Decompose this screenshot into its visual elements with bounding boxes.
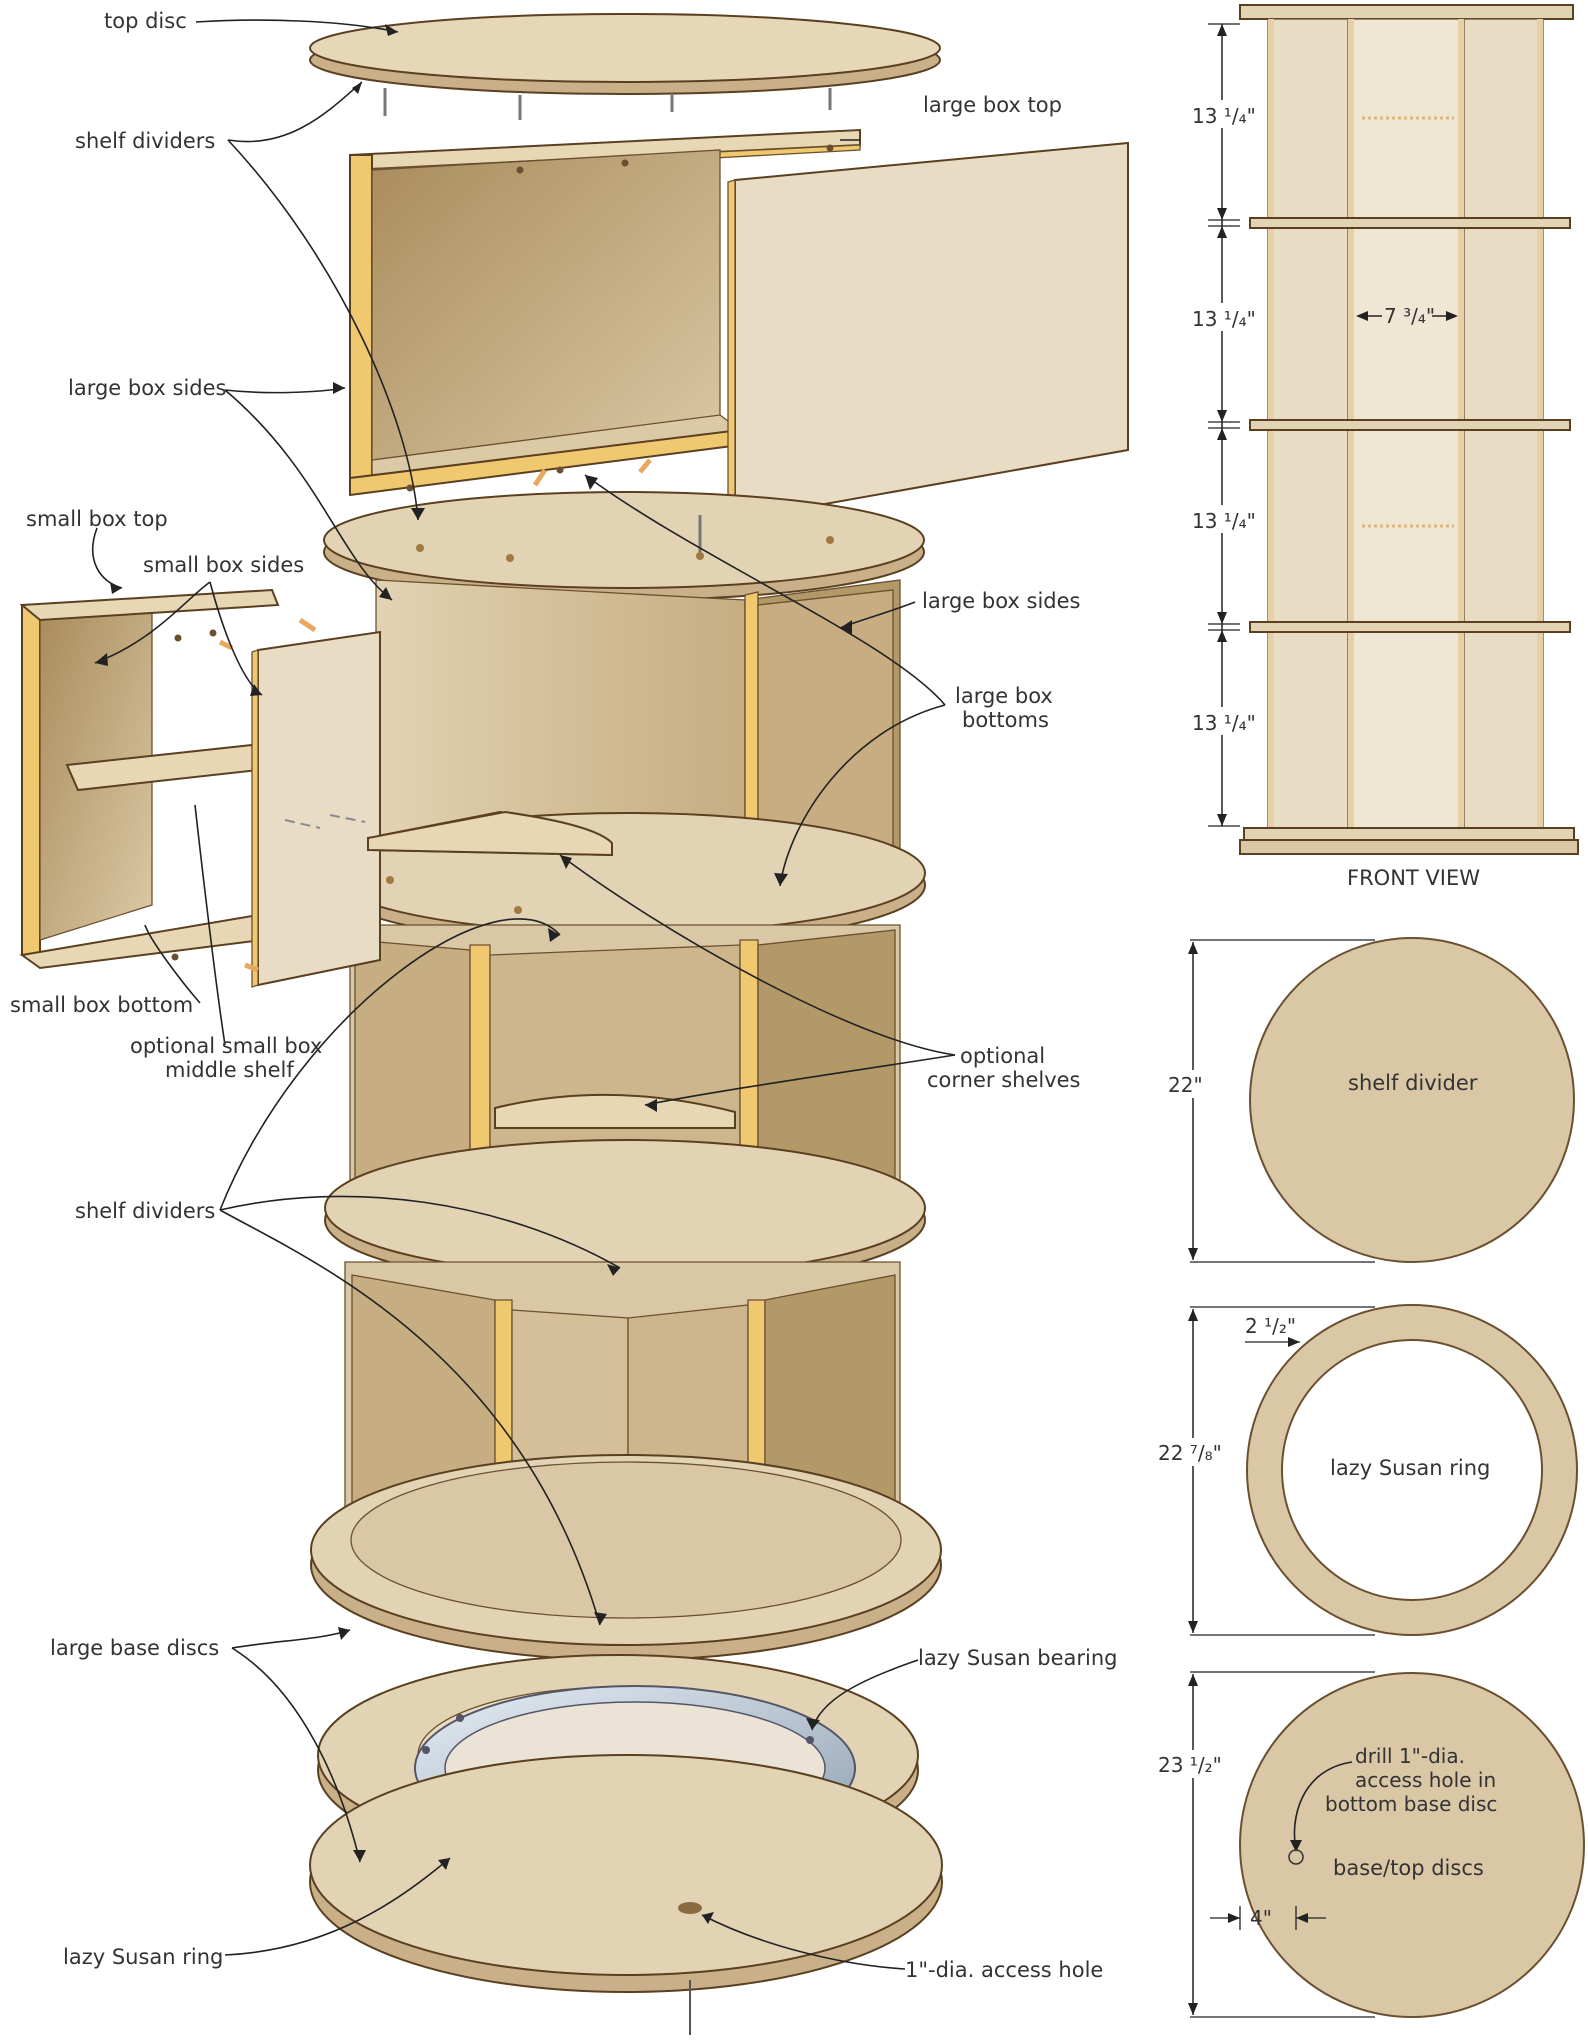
- front-width: 7 ³/₄": [1384, 304, 1435, 328]
- base-top-offset: 4": [1250, 1906, 1272, 1930]
- label-optional-small-box-2: middle shelf: [165, 1058, 294, 1082]
- large-base-disc-lower: [309, 1754, 943, 2035]
- label-optional-small-box-1: optional small box: [130, 1034, 322, 1058]
- base-top-note-3: bottom base disc: [1325, 1792, 1497, 1816]
- label-small-box-sides: small box sides: [143, 553, 304, 577]
- front-height-4: 13 ¹/₄": [1192, 711, 1256, 735]
- front-view-caption: FRONT VIEW: [1347, 866, 1480, 890]
- label-large-box-bottoms-1: large box: [955, 684, 1053, 708]
- base-top-note-1: drill 1"-dia.: [1355, 1744, 1465, 1768]
- base-top-discs-label: base/top discs: [1333, 1856, 1484, 1880]
- label-top-disc: top disc: [104, 9, 187, 33]
- label-small-box-bottom: small box bottom: [10, 993, 193, 1017]
- label-large-box-bottoms-2: bottoms: [962, 708, 1049, 732]
- large-box-upper: [349, 128, 1129, 523]
- upper-shelf-divider-disc: [323, 491, 925, 622]
- large-base-disc-upper: [310, 1454, 942, 1661]
- base-top-note-2: access hole in: [1355, 1768, 1496, 1792]
- label-large-box-sides-right: large box sides: [922, 589, 1081, 613]
- label-large-box-top: large box top: [923, 93, 1062, 117]
- top-disc: [309, 13, 941, 120]
- shelf-divider-label: shelf divider: [1348, 1071, 1478, 1095]
- leader-lines: [92, 19, 956, 1970]
- middle-shelf-divider-disc-2: [324, 1139, 926, 1289]
- front-height-1: 13 ¹/₄": [1192, 104, 1256, 128]
- lazy-susan-ring-label: lazy Susan ring: [1330, 1456, 1490, 1480]
- corner-shelf-loose: [367, 810, 613, 857]
- label-shelf-dividers-top: shelf dividers: [75, 129, 215, 153]
- label-optional-corner-2: corner shelves: [927, 1068, 1081, 1092]
- lazy-susan-ring-width: 2 ¹/₂": [1245, 1314, 1296, 1338]
- label-large-box-sides-left: large box sides: [68, 376, 227, 400]
- base-top-discs-detail: base/top discs drill 1"-dia. access hole…: [1155, 1671, 1585, 2018]
- lazy-susan-ring-detail: lazy Susan ring 22 ⁷/₈" 2 ¹/₂": [1155, 1304, 1578, 1636]
- front-height-2: 13 ¹/₄": [1192, 307, 1256, 331]
- shelf-divider-detail: shelf divider 22": [1165, 937, 1575, 1263]
- lazy-susan-ring-diameter: 22 ⁷/₈": [1158, 1441, 1222, 1465]
- shelf-divider-diameter: 22": [1168, 1073, 1203, 1097]
- label-optional-corner-1: optional: [960, 1044, 1045, 1068]
- label-large-base-discs: large base discs: [50, 1636, 219, 1660]
- front-view: 13 ¹/₄" 13 ¹/₄" 13 ¹/₄" 13 ¹/₄" 7 ³/₄" F…: [1188, 4, 1579, 890]
- label-lazy-susan-ring: lazy Susan ring: [63, 1945, 223, 1969]
- exploded-labels: top disc shelf dividers large box top la…: [10, 9, 1118, 1982]
- label-access-hole: 1"-dia. access hole: [905, 1958, 1103, 1982]
- label-shelf-dividers-mid: shelf dividers: [75, 1199, 215, 1223]
- small-box: [19, 588, 381, 988]
- arrow-heads: [95, 24, 852, 1924]
- label-lazy-susan-bearing: lazy Susan bearing: [918, 1646, 1118, 1670]
- base-top-diameter: 23 ¹/₂": [1158, 1753, 1222, 1777]
- front-height-3: 13 ¹/₄": [1192, 509, 1256, 533]
- label-small-box-top: small box top: [26, 507, 168, 531]
